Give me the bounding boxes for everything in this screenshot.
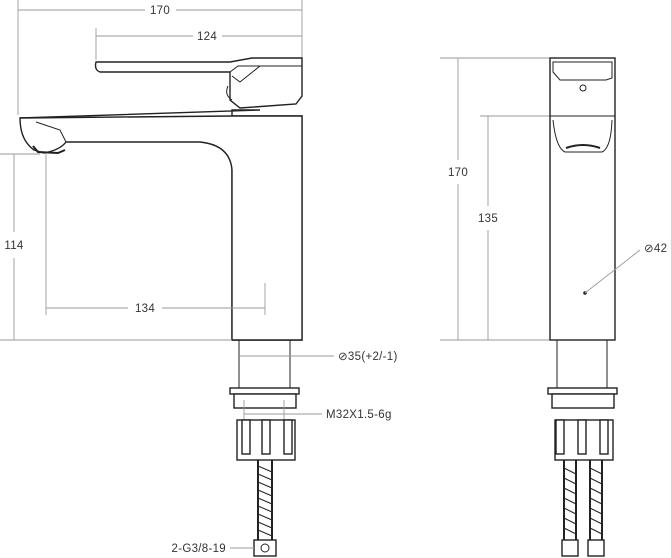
dim-thread-label: M32X1.5-6g xyxy=(326,409,392,421)
dim-lever-length: 124 xyxy=(95,28,302,60)
faucet-body xyxy=(19,109,303,341)
dim-lever-length-label: 124 xyxy=(197,31,217,43)
dim-total-width-label: 170 xyxy=(150,5,170,17)
dim-hole-diameter-label: ⊘35(+2/-1) xyxy=(338,351,398,363)
front-view: 170 135 ⊘42 xyxy=(440,57,667,557)
front-hoses xyxy=(561,460,605,557)
dim-front-total-height: 170 xyxy=(440,57,552,341)
dim-front-body-height-label: 135 xyxy=(478,213,498,225)
supply-hose: 2-G3/8-19 xyxy=(172,460,277,557)
dim-spout-reach: 134 xyxy=(45,154,266,315)
dim-spout-height-label: 114 xyxy=(4,240,24,252)
dim-hose-label: 2-G3/8-19 xyxy=(172,543,226,555)
dim-total-width: 170 xyxy=(17,0,303,115)
lever-handle xyxy=(94,57,303,109)
dim-body-diameter-label: ⊘42 xyxy=(644,243,667,255)
dim-front-total-height-label: 170 xyxy=(448,167,468,179)
dim-front-body-height: 135 xyxy=(478,115,552,340)
front-mounting xyxy=(547,340,618,461)
dim-spout-reach-label: 134 xyxy=(135,303,155,315)
front-body: ⊘42 xyxy=(549,57,667,341)
side-view: 170 124 114 xyxy=(0,0,398,557)
dim-spout-height: 114 xyxy=(0,153,232,341)
mounting-stem: ⊘35(+2/-1) M32X1.5-6g xyxy=(229,340,398,461)
